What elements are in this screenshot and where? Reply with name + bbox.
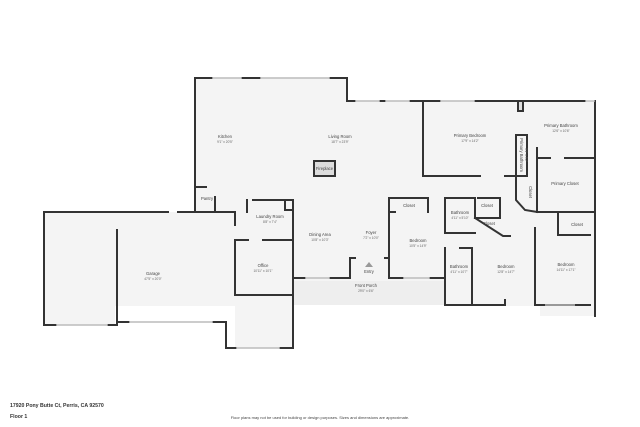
disclaimer-note: Floor plans may not be used for building…: [230, 415, 410, 420]
bathroom-1-dim: 4'11" x 5'10": [451, 216, 468, 220]
garage-label: Garage: [146, 271, 161, 276]
bedroom-3-dim: 14'11" x 17'1": [556, 268, 575, 272]
closet-4-label: Closet: [571, 222, 584, 227]
bedroom-2-label: Bedroom: [498, 264, 516, 269]
primary-closet-label: Primary Closet: [551, 181, 579, 186]
entry-arrow-icon: [365, 262, 373, 267]
entry-label: Entry: [364, 269, 375, 274]
front-porch-dim: 29'0" x 6'6": [358, 289, 374, 293]
kitchen-dim: 9'1" x 20'5": [217, 140, 233, 144]
living-room-label: Living Room: [328, 134, 352, 139]
primary-bathroom-label: Primary Bathroom: [544, 123, 578, 128]
bathroom-2-dim: 4'11" x 10'7": [450, 270, 467, 274]
foyer-label: Foyer: [366, 230, 377, 235]
floor-fill: [44, 78, 595, 348]
fireplace-shape: [313, 160, 336, 177]
bathroom-2-label: Bathroom: [450, 264, 469, 269]
office-dim: 10'11" x 10'1": [253, 269, 272, 273]
bathroom-1-label: Bathroom: [451, 210, 470, 215]
front-porch-label: Front Porch: [355, 283, 378, 288]
living-room-dim: 18'7" x 23'9": [331, 140, 348, 144]
primary-bedroom-dim: 17'9" x 14'2": [461, 139, 478, 143]
primary-bathroom-2-dim: 3'1" x 3'2": [524, 148, 528, 162]
pantry-label: Pantry: [201, 196, 214, 201]
kitchen-label: Kitchen: [218, 134, 233, 139]
primary-bathroom-dim: 12'6" x 10'6": [552, 129, 569, 133]
bedroom-3-label: Bedroom: [558, 262, 576, 267]
laundry-room-dim: 8'8" x 7'4": [263, 220, 277, 224]
closet-hall-label: Closet: [528, 186, 533, 199]
closet-3-label: Closet: [483, 221, 496, 226]
windows: [56, 77, 595, 349]
fireplace-label: Fireplace: [316, 166, 334, 171]
office-label: Office: [258, 263, 270, 268]
dining-area-label: Dining Area: [309, 232, 331, 237]
garage-dim: 47'5" x 20'0": [144, 277, 161, 281]
primary-bathroom-2-label: Primary Bathroom: [519, 138, 524, 172]
primary-bedroom-label: Primary Bedroom: [454, 133, 487, 138]
property-address: 17920 Pony Butte Ct, Perris, CA 92570: [10, 403, 104, 409]
bedroom-1-dim: 10'5" x 14'9": [409, 244, 426, 248]
bedroom-2-dim: 12'8" x 14'7": [497, 270, 514, 274]
closet-1-label: Closet: [403, 203, 416, 208]
closet-2-label: Closet: [481, 203, 494, 208]
floor-label: Floor 1: [10, 414, 28, 420]
walls: [43, 77, 596, 349]
dining-area-dim: 10'8" x 10'3": [311, 238, 328, 242]
front-porch-area: [293, 281, 445, 305]
bedroom-1-label: Bedroom: [410, 238, 428, 243]
foyer-dim: 7'2" x 10'0": [363, 236, 379, 240]
laundry-room-label: Laundry Room: [256, 214, 284, 219]
